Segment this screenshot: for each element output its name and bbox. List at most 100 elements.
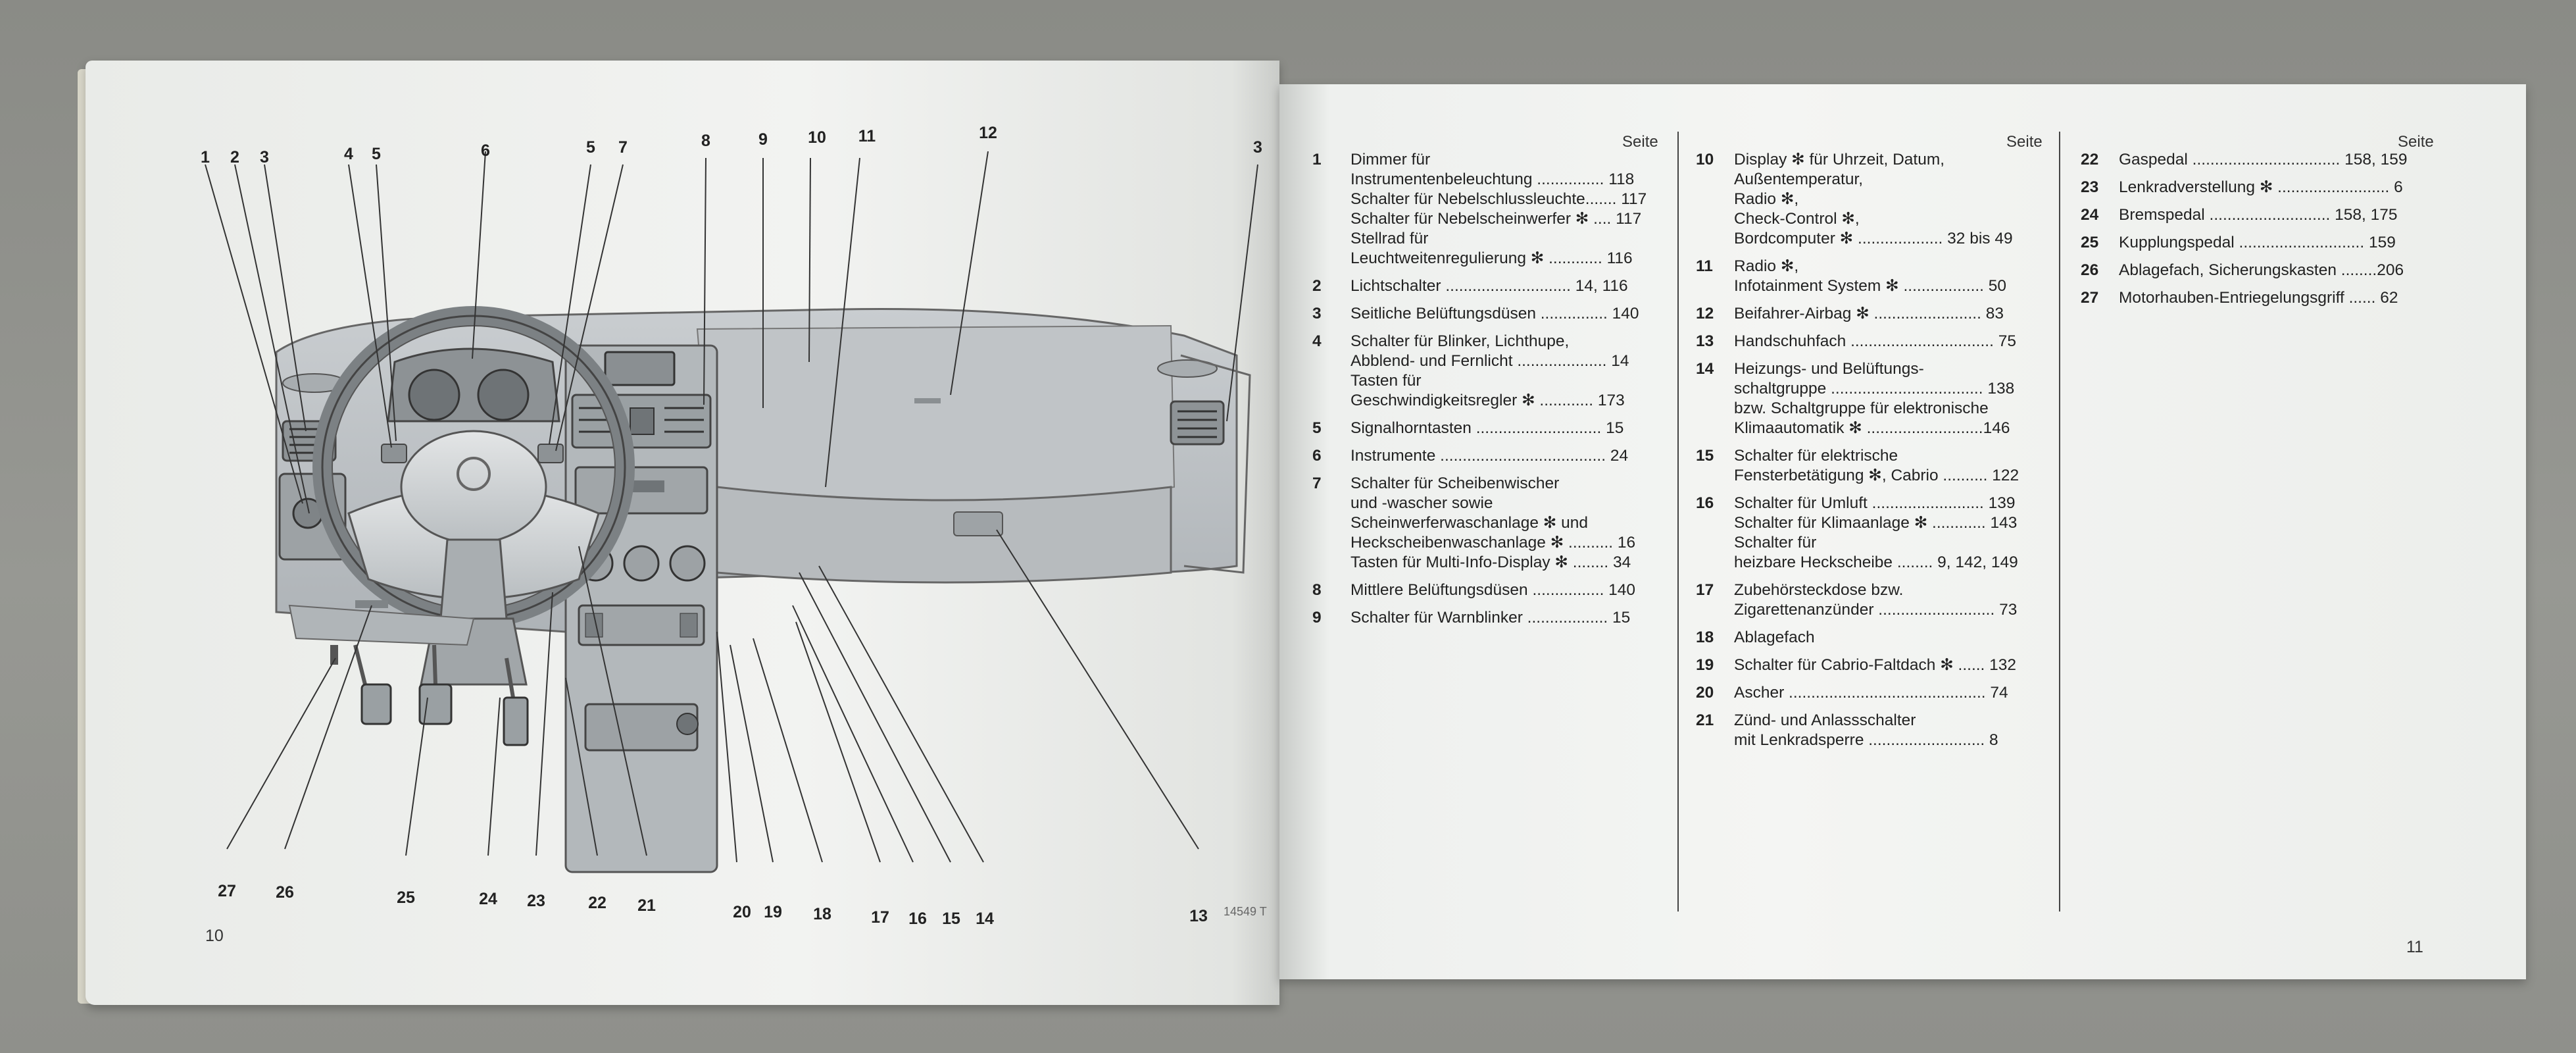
callout-26: 26 [276,883,294,902]
legend-entry: 27 Motorhauben-Entriegelungsgriff ...... … [2081,288,2449,308]
callout-17: 17 [871,908,889,927]
legend-entry-line: mit Lenkradsperre ......................… [1734,731,1998,749]
wheel-hub [400,430,547,544]
legend-entry-number: 14 [1696,360,1714,378]
legend-entry-line: schaltgruppe ...........................… [1734,380,2015,398]
legend-entry-line: Tasten für [1350,372,1422,390]
legend-entry-line: Schalter für elektrische [1734,447,1898,465]
legend-entry-line: Leuchtweitenregulierung ✻ ............ 1… [1350,249,1633,267]
legend-entry-line: Signalhorntasten .......................… [1350,419,1624,437]
callout-12: 12 [979,124,997,142]
legend-entry-number: 6 [1312,447,1322,465]
glovebox-handle [953,511,1003,536]
callout-25: 25 [397,888,415,907]
bonnet-release [330,645,338,665]
callout-18: 18 [813,905,831,923]
legend-entry: 8 Mittlere Belüftungsdüsen ..............… [1312,580,1661,600]
callout-22: 22 [588,894,607,912]
switch-row [578,604,705,646]
leader-lines [205,151,1258,863]
legend-entry-line: Zubehörsteckdose bzw. [1734,581,1904,599]
legend-entry-number: 27 [2081,289,2099,307]
legend-entry-line: Schalter für Klimaanlage ✻ ............ … [1734,514,2018,532]
callout-19: 19 [764,903,782,921]
legend-entry-line: Instrumentenbeleuchtung ............... … [1350,170,1635,188]
column-divider-2 [2059,132,2060,912]
legend-entry-number: 25 [2081,234,2099,251]
seite-label-col2: Seite [2006,133,2043,151]
legend-entry-line: Check-Control ✻, [1734,210,1860,228]
legend-entry-number: 16 [1696,494,1714,512]
legend-entry: 4 Schalter für Blinker, Lichthupe, Abblend… [1312,332,1661,411]
legend-entry-number: 18 [1696,629,1714,646]
legend-entry-line: Seitliche Belüftungsdüsen ..............… [1350,305,1639,322]
ignition-lock [676,713,699,735]
legend-entry-number: 8 [1312,581,1322,599]
legend-entry-number: 2 [1312,277,1322,295]
legend-entry-number: 20 [1696,684,1714,702]
legend-entry-line: Radio ✻, [1734,257,1799,275]
legend-entry-number: 7 [1312,475,1322,492]
callout-9: 9 [758,130,768,149]
callout-4: 4 [344,145,353,163]
callout-24: 24 [479,890,497,908]
legend-entry-line: Außentemperatur, [1734,170,1864,188]
legend-entry-line: Schalter für Scheibenwischer [1350,475,1560,492]
legend-entry-line: Schalter für Nebelschlussleuchte....... … [1350,190,1647,208]
legend-entry-number: 26 [2081,261,2099,279]
callout-15: 15 [942,910,960,928]
callout-27: 27 [218,882,236,900]
seite-label-col1: Seite [1622,133,1658,151]
callout-23: 23 [527,892,545,910]
legend-entry-number: 1 [1312,151,1322,168]
climate-knob-center [623,545,660,582]
callout-21: 21 [637,896,656,915]
legend-entry-line: Tasten für Multi-Info-Display ✻ ........… [1350,553,1631,571]
legend-entry-line: Ablagefach, Sicherungskasten ........206 [2119,261,2404,279]
left-page-number: 10 [205,927,224,945]
legend-entry-line: Mittlere Belüftungsdüsen ...............… [1350,581,1636,599]
legend-entry-line: Klimaautomatik ✻ .......................… [1734,419,2010,437]
brake-pedal [418,683,453,725]
callout-10: 10 [808,128,826,147]
figure-code: 14549 T [1224,905,1267,918]
legend-entry-line: Zünd- und Anlassschalter [1734,711,1916,729]
legend-entry-number: 24 [2081,206,2099,224]
legend-entry-line: Beifahrer-Airbag ✻ .....................… [1734,305,2004,322]
legend-entry: 26 Ablagefach, Sicherungskasten ........2… [2081,261,2449,280]
legend-entry-number: 3 [1312,305,1322,322]
legend-entry: 7 Schalter für Scheibenwischer und -wasche… [1312,474,1661,573]
legend-entry-line: heizbare Heckscheibe ........ 9, 142, 14… [1734,553,2018,571]
column-divider-1 [1677,132,1679,912]
legend-entry-line: und -wascher sowie [1350,494,1493,512]
legend-entry-line: Abblend- und Fernlicht .................… [1350,352,1629,370]
seite-label-col3: Seite [2398,133,2434,151]
right-page-number: 11 [2406,938,2423,956]
legend-entry-line: Schalter für [1734,534,1817,552]
legend-entry-number: 22 [2081,151,2099,168]
legend-entry-line: Motorhauben-Entriegelungsgriff ...... 62 [2119,289,2398,307]
legend-entry-line: Stellrad für [1350,230,1429,247]
legend-entry-number: 4 [1312,332,1322,350]
legend-entry-line: bzw. Schaltgruppe für elektronische [1734,399,1989,417]
legend-entry-line: Schalter für Blinker, Lichthupe, [1350,332,1570,350]
callout-2: 2 [230,148,239,167]
accelerator-pedal [503,696,529,746]
legend-entry-number: 23 [2081,178,2099,196]
right-page [1279,84,2526,979]
